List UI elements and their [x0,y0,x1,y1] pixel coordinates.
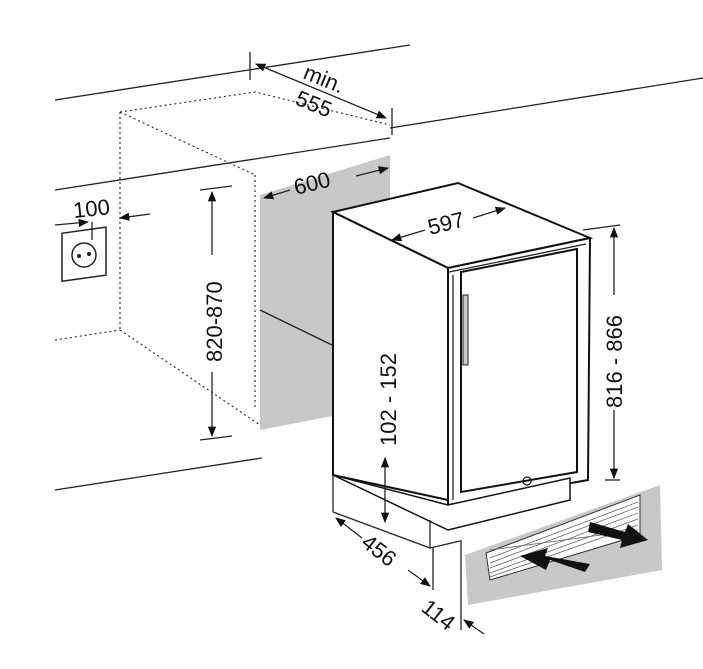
door-offset-label: 114 [417,594,460,635]
niche-height-label: 820-870 [202,281,227,362]
niche-outline [54,91,391,426]
power-socket-icon [61,226,107,283]
door-handle [462,294,469,366]
glass-door-window [460,247,578,494]
appliance-body [330,181,594,549]
lock-icon [522,476,532,486]
airflow-arrows [520,522,648,572]
appliance-depth-label: 456 [357,529,401,571]
socket-offset-label: 100 [72,194,111,223]
countertop-lines [54,44,703,491]
ventilation-grille [465,485,662,605]
plinth-height-label: 102 - 152 [376,353,401,446]
appliance-height-label: 816 - 866 [602,315,627,408]
